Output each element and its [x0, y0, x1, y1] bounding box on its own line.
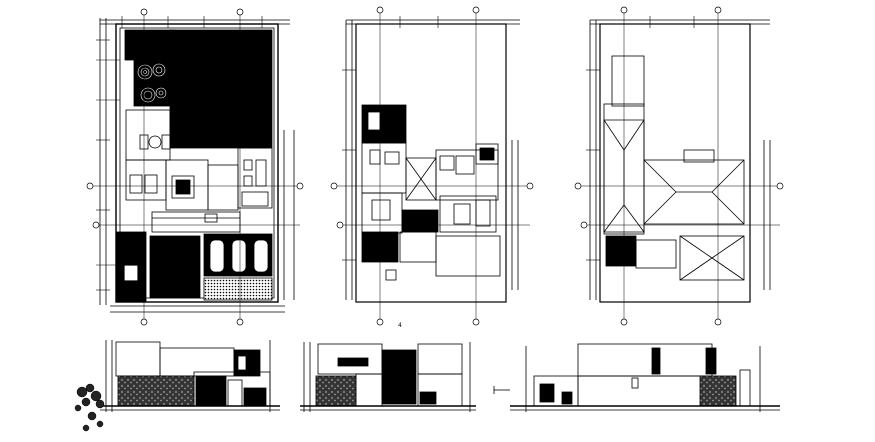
upper-floor-plan — [334, 8, 530, 320]
dimension-ticks — [96, 16, 695, 291]
ground-floor-plan — [90, 10, 300, 320]
axis-markers — [86, 6, 784, 326]
roof-plan — [578, 8, 780, 320]
front-elevation — [74, 340, 280, 432]
axis-label-a: 4 — [398, 322, 402, 329]
side-elevation — [300, 342, 476, 412]
rear-elevation — [493, 343, 780, 412]
